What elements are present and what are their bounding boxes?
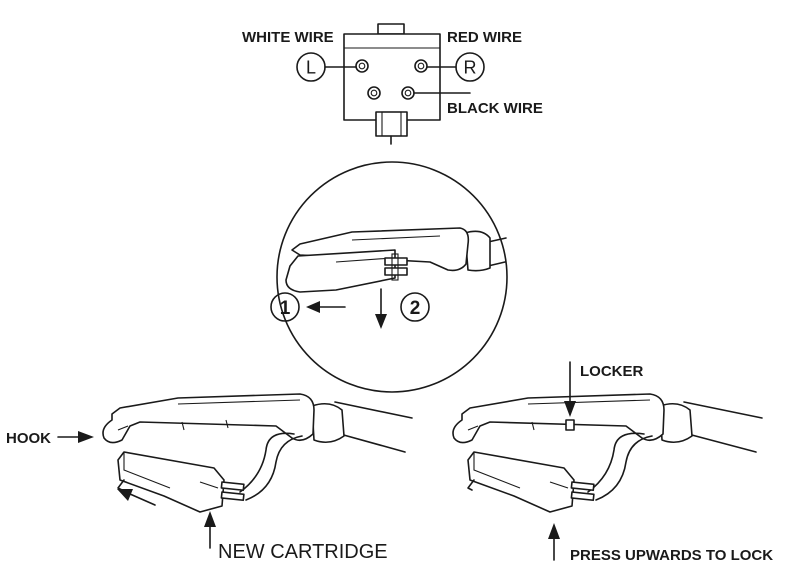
magnifier-circle (276, 161, 508, 393)
cartridge-rear-body (343, 33, 441, 121)
right-arrow-icon (78, 431, 94, 443)
up-arrow-icon (548, 523, 560, 539)
pin-left-bottom (367, 86, 381, 100)
red-wire-label: RED WIRE (447, 29, 522, 46)
white-wire-label: WHITE WIRE (242, 29, 334, 46)
press-upwards-label: PRESS UPWARDS TO LOCK (570, 547, 773, 564)
headshell (291, 227, 470, 272)
pin-left-top (355, 59, 369, 73)
wiring-diagram: L R WHITE WIRE RED WIRE BLACK WIRE (242, 23, 543, 145)
detail-view: 1 2 (270, 161, 508, 393)
new-cartridge (117, 451, 225, 513)
pin-right-top (414, 59, 428, 73)
down-arrow-icon (375, 314, 387, 329)
cartridge-installed (467, 451, 575, 513)
pin-right-bottom (401, 86, 415, 100)
install-view: LOCKER PRESS UPWARDS TO LOCK (452, 361, 773, 564)
removal-view: HOOK NEW CARTRIDGE (6, 393, 413, 563)
down-arrow-icon (564, 401, 576, 417)
left-arrow-icon (306, 301, 320, 313)
black-wire-label: BLACK WIRE (447, 100, 543, 117)
step2-indicator: 2 (375, 288, 430, 329)
new-cartridge-label: NEW CARTRIDGE (218, 541, 388, 563)
headshell (102, 393, 315, 444)
headshell (452, 393, 665, 444)
up-arrow-icon (204, 511, 216, 527)
step1-indicator: 1 (270, 292, 346, 322)
left-channel-marker: L (296, 52, 357, 82)
right-channel-marker: R (426, 52, 485, 82)
locker-tab (565, 419, 575, 431)
locker-label: LOCKER (580, 363, 644, 380)
svg-text:1: 1 (280, 298, 291, 319)
slide-arrow-icon (117, 489, 133, 501)
svg-text:2: 2 (410, 298, 421, 319)
svg-text:L: L (306, 58, 316, 78)
old-cartridge (285, 249, 396, 293)
hook-label: HOOK (6, 430, 51, 447)
svg-text:R: R (464, 58, 477, 78)
